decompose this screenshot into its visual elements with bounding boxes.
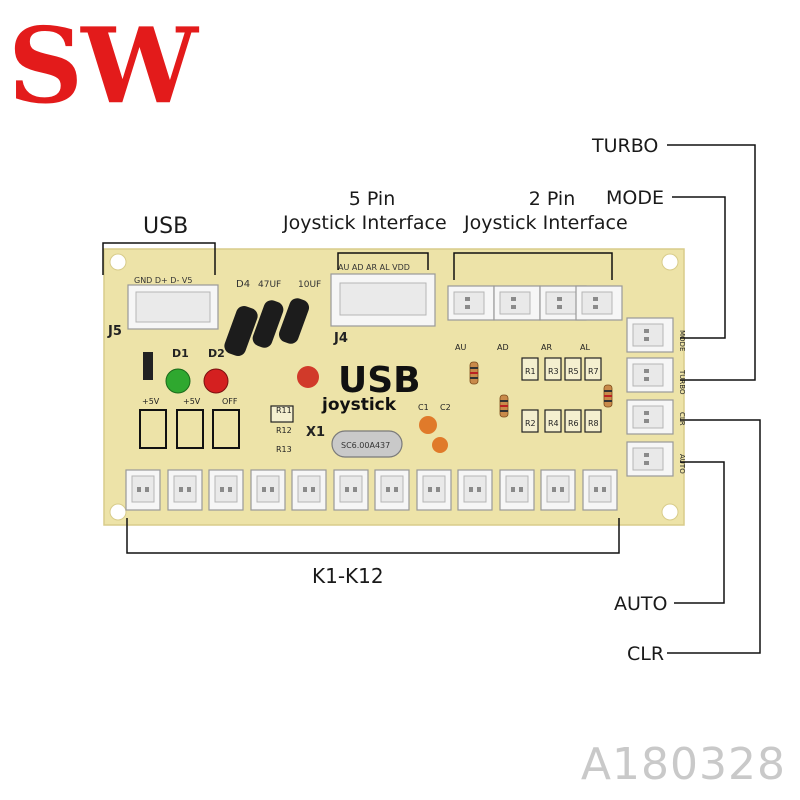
key-connector [167,469,203,511]
side-connector-clr [626,399,674,435]
cap-c2 [432,437,448,453]
label-keys: K1-K12 [312,564,384,588]
key-connector [250,469,286,511]
silk-d2: D2 [208,347,225,360]
silk-side-turbo: TURBO [678,369,686,395]
side-connector-mode [626,317,674,353]
label-5pin-line2: Joystick Interface [283,212,447,234]
cap-c1 [419,416,437,434]
silk-r6: R6 [568,419,579,428]
key-connector [333,469,369,511]
brand-logo: SW [8,4,198,127]
silk-r3: R3 [548,367,559,376]
side-connector-turbo [626,357,674,393]
jumper-3 [212,409,240,449]
silk-j5: J5 [107,324,122,339]
capacitor-2 [252,300,284,348]
label-auto: AUTO [614,593,668,615]
silk-cap-label: 47UF [258,280,281,290]
crystal [331,430,403,458]
joystick-2pin-connector-au [447,285,495,321]
jumper-1 [139,409,167,449]
silk-usb-pins: GND D+ D- V5 [134,276,192,285]
key-connector [416,469,452,511]
led-d2 [203,368,229,394]
key-connector [457,469,493,511]
silk-r8: R8 [588,419,599,428]
silk-usb-title: USB [338,360,421,401]
silk-r4: R4 [548,419,559,428]
key-connector [540,469,576,511]
silk-side-clr: CLR [678,412,686,426]
label-2pin-line1: 2 Pin [528,188,576,210]
silk-joy-pins: AU AD AR AL VDD [338,263,410,272]
silk-r7: R7 [588,367,599,376]
silk-c1: C1 [418,403,429,412]
label-clr: CLR [627,643,665,665]
label-5pin-line1: 5 Pin [348,188,396,210]
key-connector [582,469,618,511]
silk-r1: R1 [525,367,536,376]
silk-au: AU [455,343,466,352]
silk-ad: AD [497,343,509,352]
silk-crystal: SC6.00A437 [341,441,390,450]
ceramic-cap-1 [297,366,319,388]
silk-d4: D4 [236,279,250,290]
capacitor-3 [278,298,310,344]
silk-r13: R13 [276,445,292,454]
silk-r2: R2 [525,419,536,428]
silk-plus5v-1: +5V [142,397,160,406]
silk-j4: J4 [333,331,348,346]
key-connector [374,469,410,511]
diode [143,352,153,380]
joystick-2pin-connector-ad [493,285,541,321]
led-d1 [165,368,191,394]
silk-d1: D1 [172,347,189,360]
silk-off: OFF [222,397,238,406]
label-turbo: TURBO [592,135,659,157]
silk-r11: R11 [276,406,292,415]
silk-plus5v-2: +5V [183,397,201,406]
silk-r5: R5 [568,367,579,376]
label-mode: MODE [606,187,664,209]
silk-ar: AR [541,343,552,352]
silk-r12: R12 [276,426,292,435]
key-connector [291,469,327,511]
label-usb: USB [143,214,189,239]
silk-side-mode: MODE [678,330,686,351]
joystick-2pin-connector-al [575,285,623,321]
key-connector [125,469,161,511]
image-code: A180328 [580,739,786,790]
silk-joystick-title: joystick [321,395,397,415]
silk-al: AL [580,343,590,352]
silk-x1: X1 [306,425,325,440]
jumper-2 [176,409,204,449]
label-2pin-line2: Joystick Interface [464,212,628,234]
key-connector [499,469,535,511]
key-connector [208,469,244,511]
side-connector-auto [626,441,674,477]
capacitor-1 [224,305,258,357]
silk-cap-label2: 10UF [298,280,321,290]
silk-side-auto: AUTO [678,454,686,474]
silk-c2: C2 [440,403,451,412]
